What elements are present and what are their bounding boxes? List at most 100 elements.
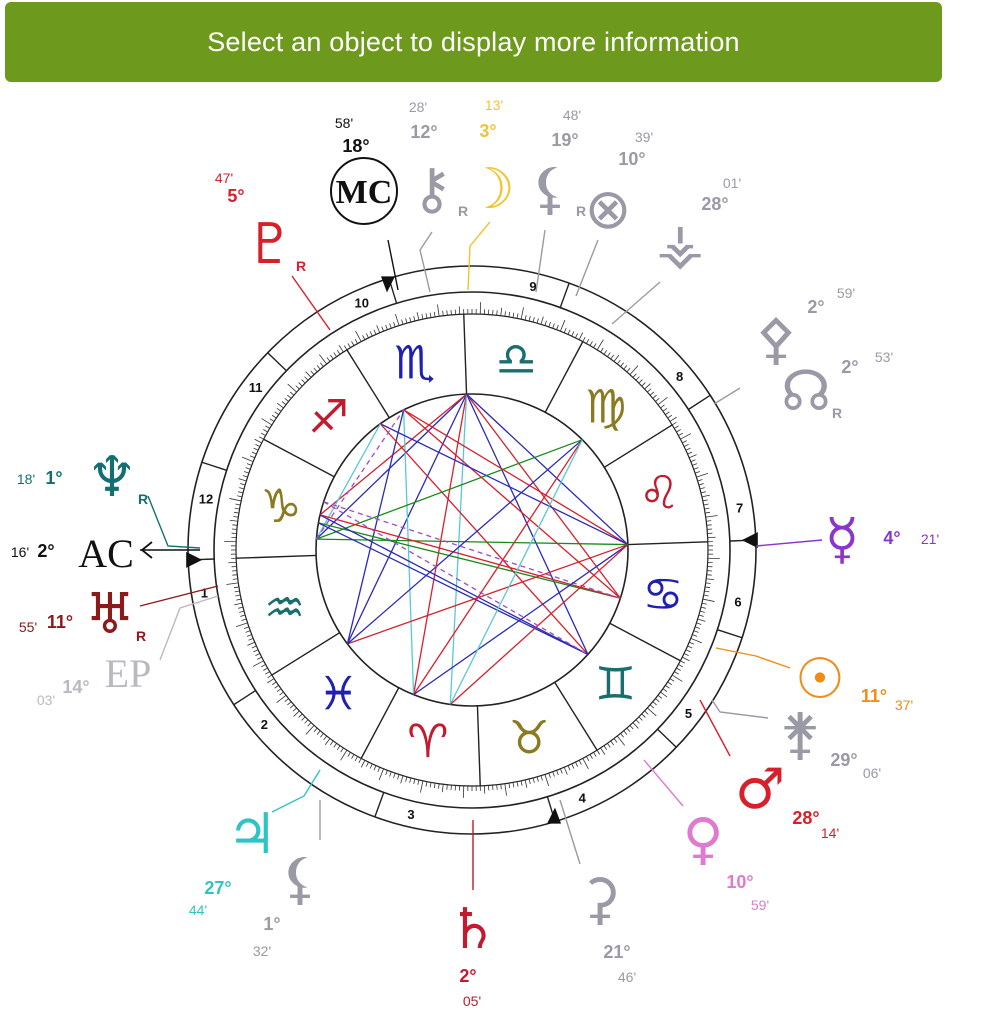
jupiter-icon[interactable]: ♃ bbox=[227, 802, 277, 867]
point-north-node[interactable]: ☊R2°53' bbox=[713, 349, 893, 424]
vesta-icon[interactable]: ⚶ bbox=[656, 212, 704, 277]
degree-tick bbox=[571, 331, 575, 337]
degree-tick bbox=[520, 307, 524, 320]
degree-tick bbox=[305, 371, 312, 378]
point-sun[interactable]: ☉11°37' bbox=[715, 647, 913, 713]
sign-scorpio-icon[interactable]: ♏ bbox=[394, 336, 435, 390]
degree-tick bbox=[496, 784, 498, 790]
point-ac[interactable]: AC2°16' bbox=[11, 531, 200, 576]
sign-sagittarius-icon[interactable]: ♐ bbox=[308, 389, 349, 443]
degree-tick bbox=[365, 761, 369, 767]
ep-icon[interactable]: EP bbox=[105, 651, 152, 696]
point-degree: 14° bbox=[62, 677, 89, 697]
degree-tick bbox=[433, 311, 436, 317]
degree-tick bbox=[347, 343, 351, 348]
degree-tick bbox=[524, 779, 528, 788]
point-connector bbox=[699, 699, 731, 757]
degree-tick bbox=[354, 339, 358, 344]
degree-tick bbox=[232, 574, 238, 576]
degree-tick bbox=[301, 379, 306, 384]
sign-aquarius-icon[interactable]: ♒ bbox=[264, 580, 305, 634]
degree-tick bbox=[247, 641, 255, 646]
degree-tick bbox=[528, 778, 531, 784]
saturn-icon[interactable]: ♄ bbox=[448, 897, 498, 962]
ac-marker bbox=[186, 551, 203, 568]
lilith-icon[interactable]: ⚸ bbox=[529, 157, 570, 222]
point-lilith[interactable]: ⚸R19°48' bbox=[529, 107, 586, 293]
point-neptune[interactable]: ♆R1°18' bbox=[17, 445, 201, 549]
ac-icon[interactable]: AC bbox=[78, 531, 134, 576]
degree-tick bbox=[267, 678, 275, 684]
degree-tick bbox=[556, 324, 559, 330]
point-connector bbox=[559, 799, 581, 865]
degree-tick bbox=[330, 740, 334, 746]
moon-icon[interactable]: ☽ bbox=[465, 157, 515, 222]
sign-taurus-icon[interactable]: ♉ bbox=[509, 710, 550, 764]
north-node-icon[interactable]: ☊ bbox=[781, 359, 831, 424]
degree-tick bbox=[245, 630, 251, 633]
mc-icon[interactable]: MC bbox=[336, 174, 393, 211]
degree-tick bbox=[389, 771, 392, 777]
neptune-icon[interactable]: ♆ bbox=[87, 445, 137, 510]
point-degree: 28° bbox=[701, 194, 728, 214]
sign-gemini-icon[interactable]: ♊ bbox=[595, 657, 636, 711]
info-banner[interactable]: Select an object to display more informa… bbox=[5, 2, 942, 82]
point-vesta[interactable]: ⚶28°01' bbox=[611, 175, 741, 325]
point-part-of-fortune[interactable]: ⊗10°39' bbox=[575, 129, 653, 297]
degree-tick bbox=[626, 367, 631, 373]
degree-tick bbox=[393, 321, 396, 327]
chiron-icon[interactable]: ⚷ bbox=[411, 157, 452, 222]
degree-tick bbox=[582, 758, 589, 770]
aspect-line bbox=[318, 522, 621, 599]
degree-tick bbox=[385, 324, 388, 330]
sign-aries-icon[interactable]: ♈ bbox=[407, 714, 448, 768]
degree-tick bbox=[690, 459, 696, 462]
point-mars[interactable]: ♂28°14' bbox=[699, 699, 839, 841]
point-pallas[interactable]: ⚴2°59' bbox=[755, 285, 855, 372]
ceres-icon[interactable]: ⚳ bbox=[579, 867, 620, 932]
point-ceres[interactable]: ⚳21°46' bbox=[559, 799, 636, 985]
degree-tick bbox=[336, 745, 341, 751]
degree-tick bbox=[695, 471, 701, 474]
sign-pisces-icon[interactable]: ♓ bbox=[318, 666, 359, 720]
lilith-2-icon[interactable]: ⚸ bbox=[279, 847, 320, 912]
juno-icon[interactable]: ⚵ bbox=[779, 702, 820, 767]
degree-tick bbox=[678, 432, 683, 436]
degree-tick bbox=[246, 463, 252, 466]
point-jupiter[interactable]: ♃27°44' bbox=[189, 769, 321, 918]
uranus-icon[interactable]: ♅ bbox=[85, 582, 135, 647]
inner-ring bbox=[315, 393, 629, 707]
degree-tick bbox=[657, 694, 663, 699]
point-juno[interactable]: ⚵29°06' bbox=[711, 699, 881, 781]
point-pluto[interactable]: ♇R5°47' bbox=[215, 170, 331, 331]
venus-icon[interactable]: ♀ bbox=[682, 807, 723, 872]
point-venus[interactable]: ♀10°59' bbox=[643, 759, 769, 913]
point-lilith-2[interactable]: ⚸1°32' bbox=[253, 800, 321, 959]
mercury-icon[interactable]: ☿ bbox=[825, 507, 859, 572]
point-moon[interactable]: ☽3°13' bbox=[465, 97, 515, 291]
sign-cancer-icon[interactable]: ♋ bbox=[642, 567, 683, 621]
house-number: 12 bbox=[199, 491, 213, 506]
pluto-icon[interactable]: ♇ bbox=[245, 212, 295, 277]
sign-capricorn-icon[interactable]: ♑ bbox=[260, 479, 301, 533]
pallas-icon[interactable]: ⚴ bbox=[755, 307, 796, 372]
degree-tick bbox=[243, 626, 249, 629]
sign-libra-icon[interactable]: ♎ bbox=[495, 332, 536, 386]
point-mercury[interactable]: ☿4°21' bbox=[755, 507, 939, 572]
sign-leo-icon[interactable]: ♌ bbox=[639, 466, 680, 520]
sign-virgo-icon[interactable]: ♍ bbox=[585, 380, 626, 434]
degree-tick bbox=[438, 783, 440, 789]
degree-tick bbox=[355, 330, 362, 342]
degree-tick bbox=[697, 618, 706, 622]
mars-icon[interactable]: ♂ bbox=[735, 757, 785, 822]
part-of-fortune-icon[interactable]: ⊗ bbox=[585, 177, 632, 242]
point-chiron[interactable]: ⚷R12°28' bbox=[409, 99, 468, 293]
degree-tick bbox=[323, 735, 328, 741]
point-uranus[interactable]: ♅R11°55' bbox=[19, 582, 219, 647]
aspect-line bbox=[449, 544, 629, 705]
point-saturn[interactable]: ♄2°05' bbox=[448, 820, 498, 1009]
degree-tick bbox=[405, 776, 408, 782]
sun-icon[interactable]: ☉ bbox=[795, 647, 845, 712]
